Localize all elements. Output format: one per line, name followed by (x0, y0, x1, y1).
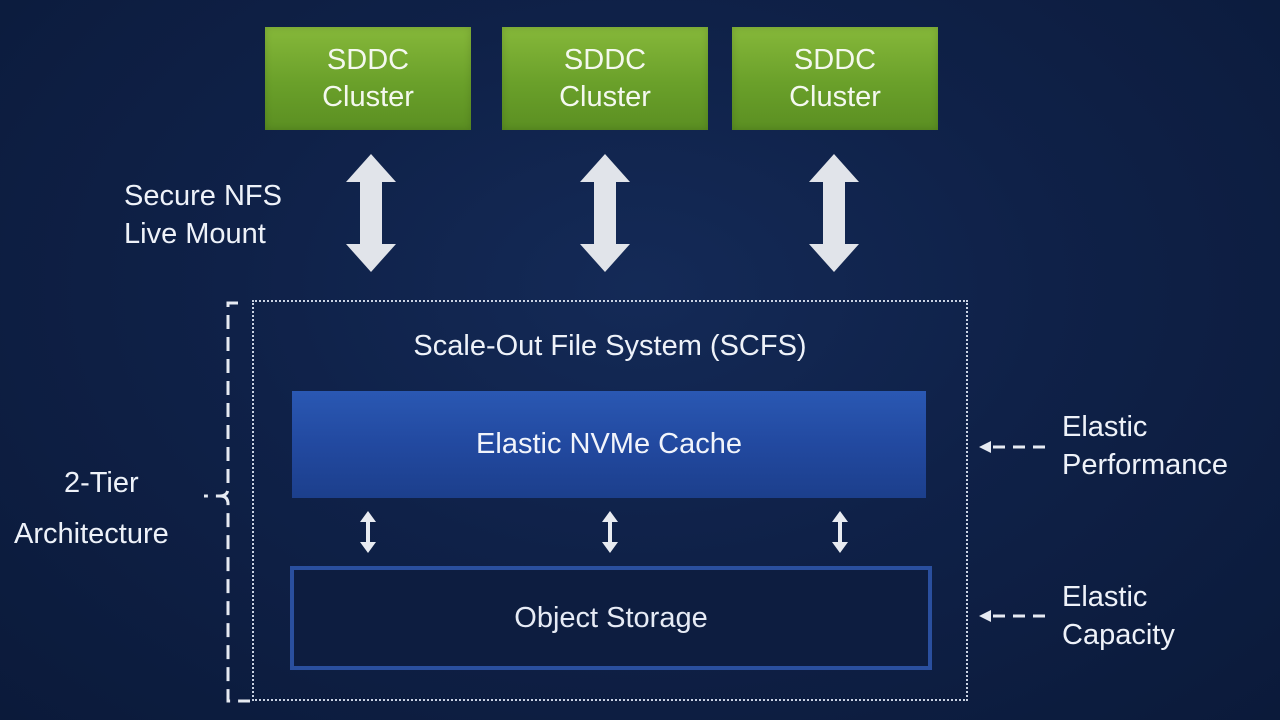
cluster-2-line1: SDDC (563, 43, 647, 76)
small-double-arrow-icon (602, 511, 618, 553)
architecture-label-line2: Architecture (14, 518, 169, 550)
tier-bracket (204, 301, 250, 703)
mount-label-line1: Secure NFS (124, 180, 282, 212)
scfs-container (252, 300, 968, 701)
double-arrow-icon (809, 154, 859, 272)
dashed-arrow-left-icon (979, 610, 1049, 622)
object-storage-label: Object Storage (514, 601, 708, 634)
object-storage-block: Object Storage (290, 566, 932, 670)
mount-label: Secure NFS Live Mount (124, 177, 282, 253)
architecture-label-line1: 2-Tier (64, 467, 139, 499)
nvme-cache-block: Elastic NVMe Cache (292, 391, 926, 498)
cluster-1-line1: SDDC (326, 43, 410, 76)
dashed-arrow-left-icon (979, 441, 1049, 453)
small-double-arrow-icon (360, 511, 376, 553)
performance-label-line2: Performance (1062, 449, 1229, 481)
performance-label-line1: Elastic (1062, 411, 1148, 443)
cluster-2-line2: Cluster (559, 80, 651, 113)
double-arrow-icon (580, 154, 630, 272)
sddc-cluster-2: SDDC Cluster (502, 27, 708, 130)
sddc-cluster-3: SDDC Cluster (732, 27, 938, 130)
capacity-label-line2: Capacity (1062, 619, 1175, 651)
performance-label: Elastic Performance (1062, 408, 1228, 484)
double-arrow-icon (346, 154, 396, 272)
capacity-label-line1: Elastic (1062, 581, 1148, 613)
cluster-1-line2: Cluster (322, 80, 414, 113)
mount-label-line2: Live Mount (124, 218, 266, 250)
cluster-3-line1: SDDC (793, 43, 877, 76)
nvme-cache-label: Elastic NVMe Cache (476, 428, 742, 460)
cluster-3-line2: Cluster (789, 80, 881, 113)
small-double-arrow-icon (832, 511, 848, 553)
capacity-label: Elastic Capacity (1062, 578, 1175, 654)
sddc-cluster-1: SDDC Cluster (265, 27, 471, 130)
scfs-title: Scale-Out File System (SCFS) (413, 330, 807, 362)
